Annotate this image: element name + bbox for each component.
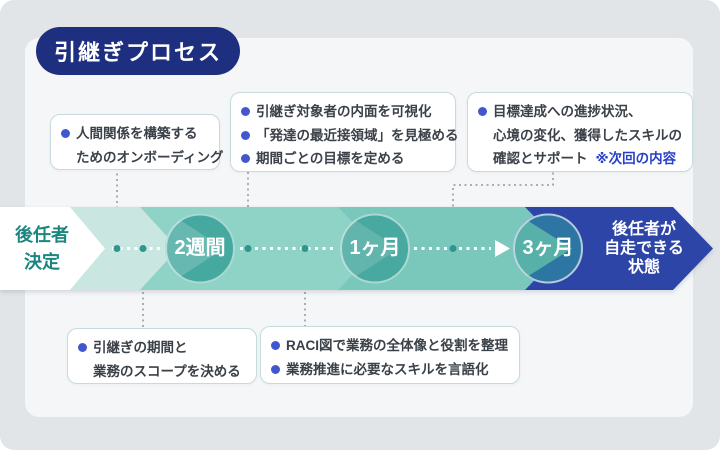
page-title: 引継ぎプロセス — [53, 40, 222, 65]
callout-bottom-left: 引継ぎの期間と 業務のスコープを決める — [67, 328, 257, 384]
milestone-label-1month: 1ヶ月 — [349, 237, 401, 259]
milestone-label-3months: 3ヶ月 — [522, 237, 574, 259]
bullet-icon — [241, 154, 250, 163]
bullet-icon — [271, 341, 280, 350]
callout-top-right: 目標達成への進捗状況、 心境の変化、獲得したスキルの 確認とサポート※次回の内容 — [467, 92, 693, 172]
bullet-icon — [241, 130, 250, 140]
callout-top-left: 人間関係を構築する ためのオンボーディング — [50, 114, 224, 170]
callout-top-middle: 引継ぎ対象者の内面を可視化 「発達の最近接領域」を見極める 期間ごとの目標を定め… — [230, 92, 459, 172]
title-badge: 引継ぎプロセス — [36, 27, 240, 75]
start-label: 後任者 決定 — [15, 225, 69, 272]
next-session-note: ※次回の内容 — [595, 151, 677, 166]
bullet-icon — [78, 343, 87, 352]
bullet-icon — [478, 107, 487, 116]
bullet-icon — [241, 107, 250, 116]
bullet-icon — [61, 129, 70, 138]
bullet-icon — [271, 364, 280, 374]
milestone-label-2weeks: 2週間 — [174, 237, 226, 259]
callout-bottom-middle: RACI図で業務の全体像と役割を整理 業務推進に必要なスキルを言語化 — [260, 326, 520, 384]
end-label: 後任者が 自走できる 状態 — [604, 221, 684, 276]
